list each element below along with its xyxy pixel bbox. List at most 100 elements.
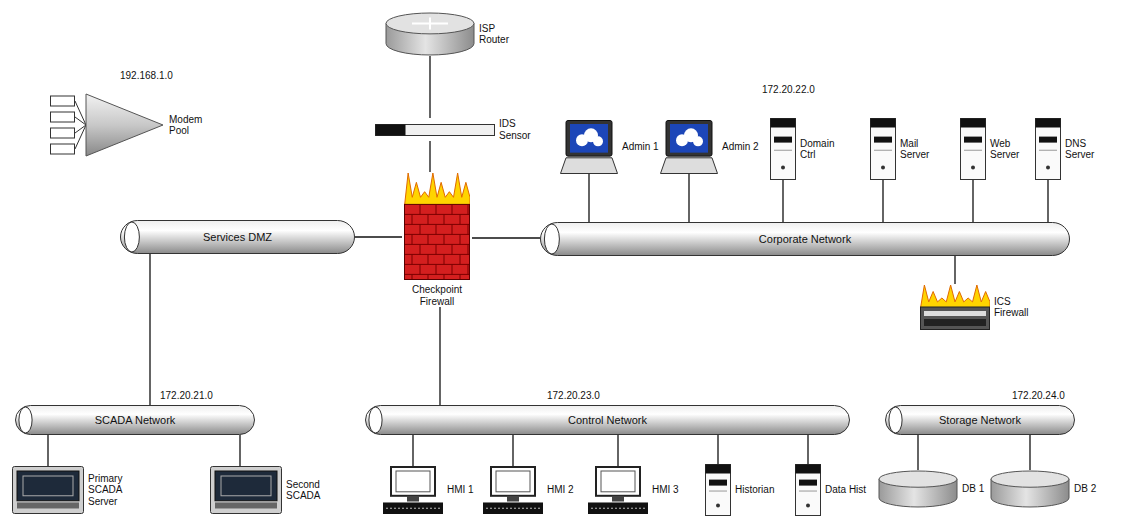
disk-icon [878, 470, 958, 508]
firewall-wall [405, 204, 470, 279]
device-label: ICS Firewall [994, 296, 1042, 319]
unit-body [211, 467, 282, 514]
tube-body [541, 223, 1070, 256]
network-segment: Corporate Network [540, 222, 1070, 256]
hub-icon [50, 92, 165, 158]
keyboard [383, 502, 443, 514]
firewall-bricks [405, 204, 469, 279]
unit-body [13, 467, 84, 514]
sensor-front [376, 124, 406, 135]
router-icon [385, 12, 475, 56]
tower-slot [709, 491, 727, 492]
keyboard-keys [486, 508, 540, 509]
server-tower: Data Hist [795, 464, 866, 516]
network-link [439, 307, 440, 405]
tower-body [796, 465, 821, 516]
network-link [149, 254, 150, 405]
segment-name: Control Network [568, 414, 647, 427]
network-link [954, 256, 955, 284]
network-link [917, 435, 918, 470]
server-icon [795, 464, 821, 516]
unit-screen [17, 471, 79, 501]
segment-name: Corporate Network [759, 233, 851, 246]
modem-wire [75, 101, 86, 125]
monitor-screen [396, 471, 430, 492]
segment-name: Services DMZ [203, 231, 272, 244]
tower-body [961, 119, 986, 180]
keyboard-keys [386, 508, 440, 509]
disk-icon [990, 470, 1070, 508]
device-label: Domain Ctrl [800, 138, 848, 161]
tower-drive [774, 137, 792, 143]
laptop-lid [566, 121, 612, 157]
server-tower: DNS Server [1035, 118, 1110, 180]
network-link [717, 435, 718, 464]
appliance-panel [924, 319, 986, 326]
scada-unit: Second SCADA [210, 466, 334, 514]
device-label: DB 1 [962, 483, 984, 495]
appliance-box [921, 307, 990, 330]
tower-drive [709, 480, 727, 486]
disk-top [879, 471, 957, 487]
tower-top [796, 465, 821, 474]
server-tower: Mail Server [870, 118, 948, 180]
device-label: Admin 2 [722, 141, 759, 153]
router: ISP Router [385, 12, 527, 56]
sensor-body [376, 124, 495, 135]
network-link [617, 435, 618, 466]
monitor-frame [391, 467, 435, 496]
appliance-front [924, 311, 986, 316]
device-label: DNS Server [1065, 138, 1110, 161]
device-label: Historian [735, 484, 774, 496]
network-link [782, 180, 783, 222]
network-link [429, 56, 430, 118]
device-label: Primary SCADA Server [88, 473, 136, 508]
device-label: HMI 2 [547, 484, 574, 496]
laptop-icon [660, 120, 718, 174]
tube-body [121, 221, 355, 254]
workstation-icon [483, 466, 543, 514]
appliance-icon [920, 284, 990, 330]
subnet-address: 192.168.1.0 [118, 70, 175, 82]
tube-end [369, 407, 382, 433]
network-link [512, 435, 513, 466]
tower-top [771, 119, 796, 128]
network-link [882, 180, 883, 222]
tower-drive [964, 137, 982, 143]
device-label: Web Server [990, 138, 1038, 161]
subnet-address: 172.20.24.0 [1010, 390, 1067, 402]
admin-laptop: Admin 2 [660, 120, 759, 174]
panel-icon [210, 466, 282, 514]
unit-strip [215, 502, 277, 508]
device-label: ISP Router [479, 23, 527, 46]
server-tower: Historian [705, 464, 774, 516]
modem-pool: Modem Pool [50, 92, 217, 158]
hub-triangle [86, 94, 163, 156]
tower-drive [1039, 137, 1057, 143]
device-label: Mail Server [900, 138, 948, 161]
laptop-screen [570, 124, 608, 153]
tower-body [871, 119, 896, 180]
tower-slot [964, 150, 982, 151]
modem-box [51, 112, 75, 122]
tower-led [1046, 166, 1050, 170]
tower-top [1036, 119, 1061, 128]
device-label: HMI 3 [652, 484, 679, 496]
tower-slot [799, 491, 817, 492]
unit-display [221, 476, 271, 496]
laptop-icon [560, 120, 618, 174]
network-segment: SCADA Network [15, 405, 255, 435]
network-link [807, 435, 808, 464]
tube-end [544, 224, 559, 254]
network-link [355, 236, 402, 237]
tower-body [706, 465, 731, 516]
device-label: Modem Pool [169, 114, 217, 137]
tower-drive [799, 480, 817, 486]
tube-body [886, 406, 1075, 435]
monitor-stand [507, 496, 519, 502]
storage-disk: DB 1 [878, 470, 984, 508]
monitor-stand [612, 496, 624, 502]
tower-drive [874, 137, 892, 143]
modem-box [51, 128, 75, 138]
network-link [472, 237, 540, 238]
